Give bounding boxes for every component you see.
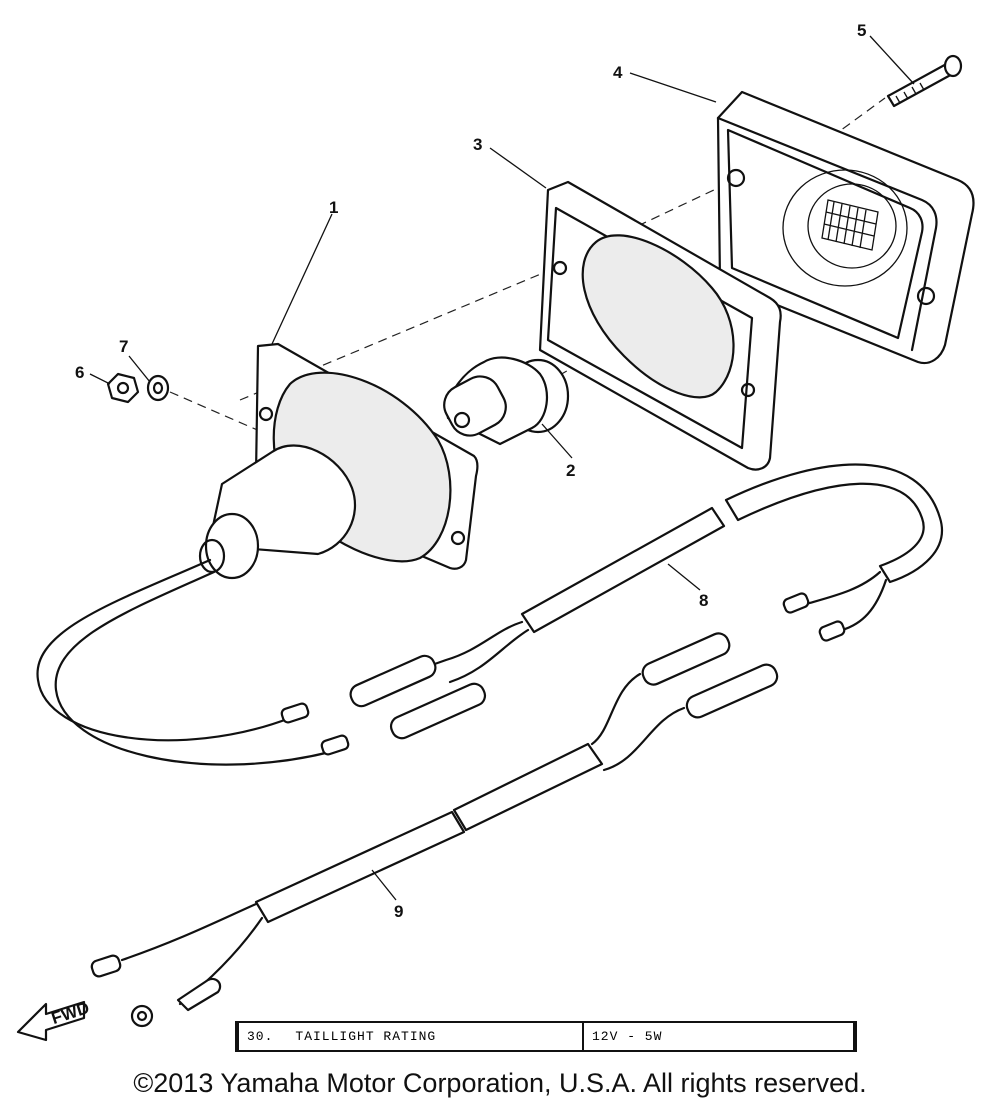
nut xyxy=(106,372,140,404)
taillight-body xyxy=(198,342,479,580)
spec-value-cell: 12V - 5W xyxy=(584,1023,853,1050)
spec-item-number: 30. xyxy=(247,1029,274,1044)
callout-8: 8 xyxy=(699,591,708,610)
callout-9: 9 xyxy=(394,902,403,921)
fwd-label: FWD xyxy=(49,998,92,1028)
leader-lines xyxy=(89,35,915,901)
spec-label: TAILLIGHT RATING xyxy=(295,1029,437,1044)
callout-2: 2 xyxy=(566,461,575,480)
wire-harness-8 xyxy=(410,463,943,684)
lens-reflector-grid xyxy=(821,199,879,251)
screw xyxy=(886,54,963,108)
callout-1: 1 xyxy=(329,198,338,217)
gasket xyxy=(538,180,782,471)
lens-housing xyxy=(716,90,975,365)
bulb xyxy=(443,356,570,446)
spec-value: 12V - 5W xyxy=(592,1029,663,1044)
fwd-arrow-icon: FWD xyxy=(16,998,92,1042)
washer xyxy=(146,374,170,402)
callout-4: 4 xyxy=(613,63,623,82)
spec-table: 30. TAILLIGHT RATING 12V - 5W xyxy=(235,1021,857,1052)
taillight-wires xyxy=(36,558,350,766)
callout-3: 3 xyxy=(473,135,482,154)
callout-5: 5 xyxy=(857,21,866,40)
wire-harness-9 xyxy=(90,672,686,1028)
callout-7: 7 xyxy=(119,337,128,356)
callout-6: 6 xyxy=(75,363,84,382)
callout-numbers: 1 2 3 4 5 6 7 8 9 xyxy=(75,21,866,921)
copyright-notice: ©2013 Yamaha Motor Corporation, U.S.A. A… xyxy=(133,1068,867,1098)
spec-label-cell: 30. TAILLIGHT RATING xyxy=(239,1023,584,1050)
connector-sleeves xyxy=(349,632,779,740)
